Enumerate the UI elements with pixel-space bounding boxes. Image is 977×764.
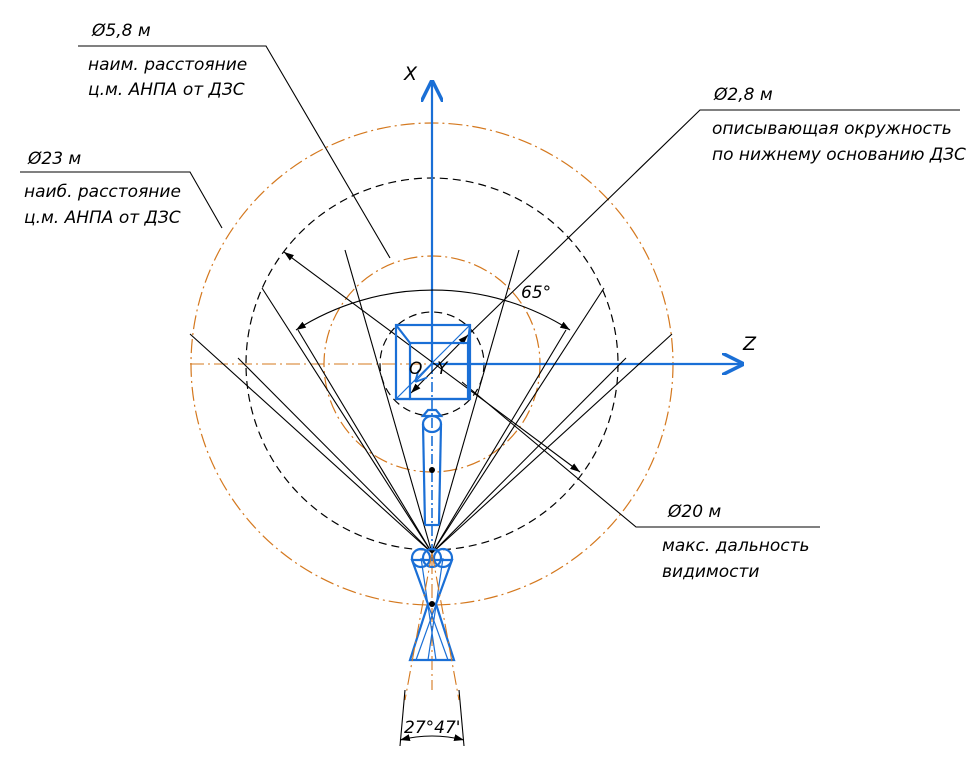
z-axis-label: Z (742, 333, 757, 355)
auv-body (420, 408, 444, 527)
fov-angle-label: 65° (521, 283, 551, 303)
d23-line1: наиб. расстояние (24, 182, 181, 202)
origin-label: O (409, 359, 422, 379)
d58-leader (78, 45, 391, 259)
d20-title: Ø20 м (667, 502, 721, 522)
cone-right-orange (431, 552, 460, 701)
d20-leader (461, 381, 820, 528)
d23-leader (20, 171, 223, 229)
d28-line1: описывающая окружность (712, 119, 952, 139)
d23-line2: ц.м. АНПА от ДЗС (24, 208, 181, 228)
cone-angle-arc (399, 734, 465, 741)
docking-station (394, 323, 472, 401)
d20-line1: макс. дальность (662, 536, 810, 556)
d58-title: Ø5,8 м (91, 21, 151, 41)
d28-title: Ø2,8 м (713, 85, 773, 105)
d23-title: Ø23 м (27, 149, 81, 169)
cone-angle-label: 27°47' (404, 718, 460, 738)
x-axis-label: X (403, 63, 418, 85)
d58-line1: наим. расстояние (88, 55, 247, 75)
cone-left-orange (404, 552, 433, 701)
y-axis-arrow (415, 363, 433, 382)
d58-line2: ц.м. АНПА от ДЗС (88, 80, 245, 100)
y-axis-label: Y (437, 359, 449, 379)
d20-line2: видимости (662, 562, 759, 582)
d28-leader (465, 109, 960, 338)
d28-line2: по нижнему основанию ДЗС (712, 145, 966, 165)
sonar-unit (408, 547, 456, 662)
